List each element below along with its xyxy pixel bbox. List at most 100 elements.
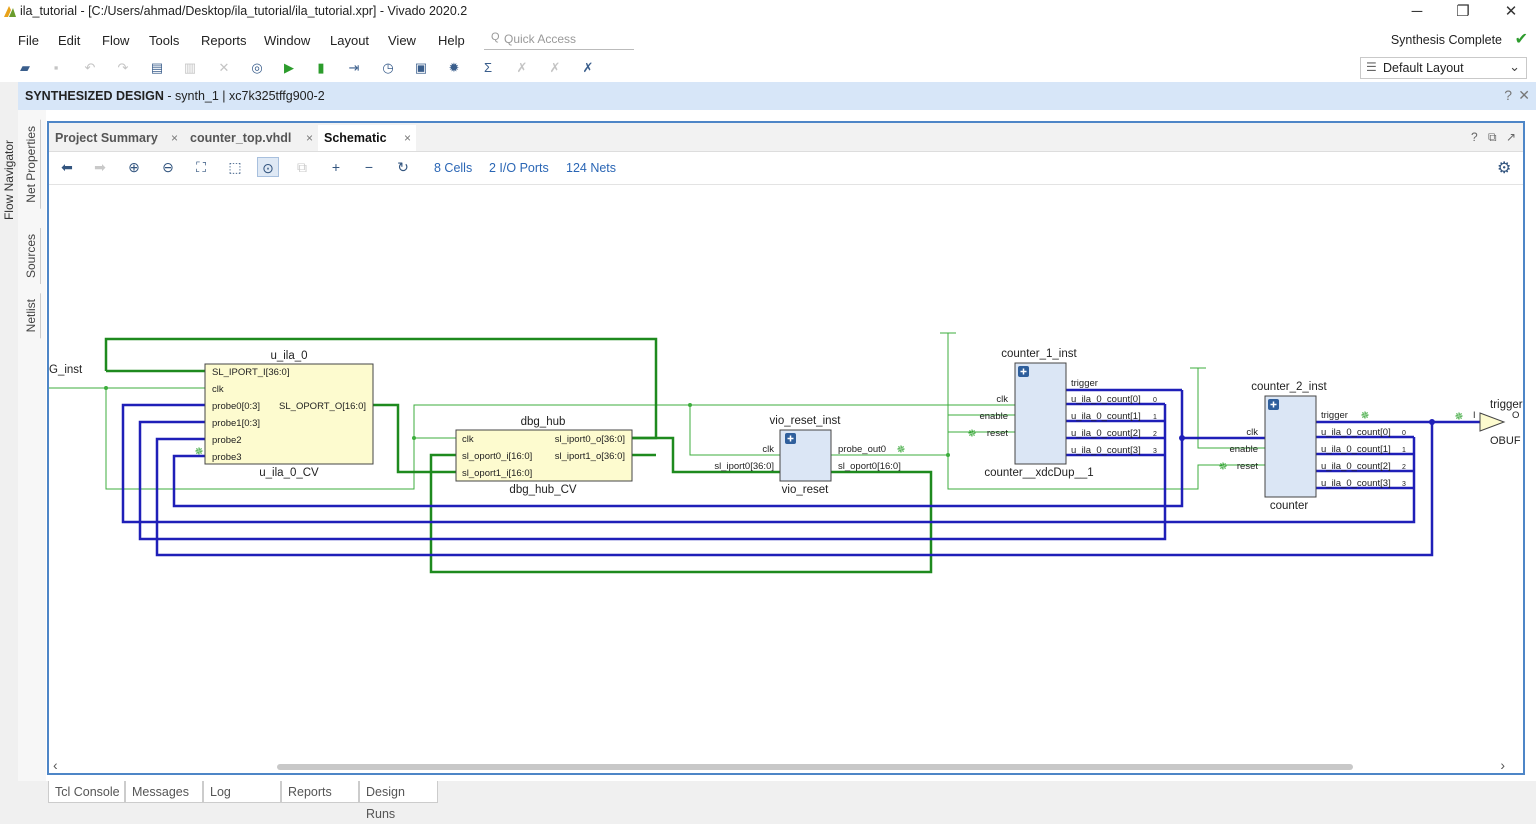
- tab-close-icon[interactable]: ×: [306, 125, 313, 151]
- tab-log[interactable]: Log: [203, 781, 281, 803]
- tab-reports[interactable]: Reports: [281, 781, 359, 803]
- report-icon[interactable]: ▣: [410, 58, 432, 78]
- obuf-input-pin: I: [1473, 410, 1476, 420]
- output-port-label: trigger: [1490, 399, 1523, 411]
- io-ports-link[interactable]: 2 I/O Ports: [489, 161, 549, 175]
- cell-dbg-hub[interactable]: dbg_hub dbg_hub_CV clk sl_oport0_i[16:0]…: [456, 416, 632, 496]
- maximize-icon[interactable]: ↗: [1506, 130, 1516, 144]
- counter-2-cell-name: counter: [1270, 500, 1309, 512]
- layout-select[interactable]: ☰ Default Layout ⌄: [1360, 57, 1527, 79]
- tab-close-icon[interactable]: ×: [404, 125, 411, 151]
- back-icon[interactable]: ⬅: [56, 157, 78, 177]
- scroll-right-icon[interactable]: ›: [1500, 757, 1505, 773]
- zoom-area-icon[interactable]: ⬚: [224, 157, 246, 177]
- tab-tcl-console[interactable]: Tcl Console: [48, 781, 125, 803]
- tab-design-runs[interactable]: Design Runs: [359, 781, 438, 803]
- net-properties-tab[interactable]: Net Properties: [22, 120, 41, 209]
- pin-label: sl_oport0[16:0]: [838, 461, 901, 472]
- menu-layout[interactable]: Layout: [330, 33, 369, 48]
- float-icon[interactable]: ⧉: [1488, 130, 1497, 145]
- checkmark-icon: ✔: [1515, 29, 1528, 49]
- scroll-left-icon[interactable]: ‹: [53, 757, 58, 773]
- scroll-thumb[interactable]: [277, 764, 1353, 770]
- expand-icon[interactable]: +: [325, 157, 347, 177]
- refresh-icon[interactable]: ↻: [392, 157, 414, 177]
- tab-messages[interactable]: Messages: [125, 781, 203, 803]
- redo-icon[interactable]: ↷: [112, 58, 134, 78]
- tab-help-icon[interactable]: ?: [1471, 130, 1478, 144]
- debug-marker-icon: ✵: [194, 446, 203, 458]
- menu-edit[interactable]: Edit: [58, 33, 80, 48]
- obuf-output-pin: O: [1512, 410, 1519, 421]
- open-project-icon[interactable]: ▰: [14, 58, 36, 78]
- menu-flow[interactable]: Flow: [102, 33, 129, 48]
- delete-icon[interactable]: ✕: [213, 58, 235, 78]
- menu-file[interactable]: File: [18, 33, 39, 48]
- tab-close-icon[interactable]: ×: [171, 125, 178, 151]
- tool-a-icon[interactable]: ✗: [511, 58, 533, 78]
- gear-icon[interactable]: ⚙: [1497, 158, 1511, 178]
- menu-tools[interactable]: Tools: [149, 33, 179, 48]
- zoom-in-icon[interactable]: ⊕: [123, 157, 145, 177]
- design-title-main: SYNTHESIZED DESIGN: [25, 89, 164, 103]
- cell-counter-1[interactable]: counter_1_inst counter__xdcDup__1 clk en…: [967, 348, 1157, 479]
- pin-label: SL_IPORT_I[36:0]: [212, 367, 289, 378]
- find-icon[interactable]: ◎: [246, 58, 268, 78]
- pin-label: reset: [1237, 461, 1258, 472]
- pin-label: sl_oport0_i[16:0]: [462, 451, 532, 462]
- counter-1-cell-name: counter__xdcDup__1: [984, 467, 1093, 479]
- minimize-button[interactable]: ─: [1394, 0, 1440, 24]
- cell-u-ila-0[interactable]: u_ila_0 u_ila_0_CV SL_IPORT_I[36:0] clk …: [205, 350, 373, 479]
- undo-icon[interactable]: ↶: [79, 58, 101, 78]
- sigma-icon[interactable]: Σ: [477, 58, 499, 78]
- debug-marker-icon: ✵: [1360, 410, 1369, 422]
- help-icon[interactable]: ?: [1504, 87, 1512, 103]
- menu-view[interactable]: View: [388, 33, 416, 48]
- program-icon[interactable]: ⇥: [343, 58, 365, 78]
- horizontal-scrollbar[interactable]: ‹ ›: [49, 760, 1523, 774]
- quick-access-search[interactable]: Q Quick Access: [484, 29, 634, 50]
- menu-help[interactable]: Help: [438, 33, 465, 48]
- tab-project-summary[interactable]: Project Summary ×: [49, 125, 183, 151]
- pin-label: probe3: [212, 452, 242, 463]
- pin-label: u_ila_0_count[0]: [1071, 394, 1141, 405]
- tab-counter-top[interactable]: counter_top.vhdl×: [184, 125, 318, 151]
- schematic-canvas[interactable]: u_ila_0 u_ila_0_CV SL_IPORT_I[36:0] clk …: [49, 185, 1523, 759]
- pin-label: clk: [212, 384, 224, 395]
- tool-b-icon[interactable]: ✗: [544, 58, 566, 78]
- menu-reports[interactable]: Reports: [201, 33, 247, 48]
- save-icon[interactable]: ▪: [45, 58, 67, 78]
- close-icon[interactable]: ✕: [1518, 87, 1530, 104]
- select-mode-icon[interactable]: ⊙: [257, 157, 279, 177]
- netlist-tab[interactable]: Netlist: [22, 293, 41, 338]
- step-icon[interactable]: ▮: [310, 58, 332, 78]
- flow-navigator-tab[interactable]: Flow Navigator: [2, 140, 16, 220]
- close-window-button[interactable]: ✕: [1488, 0, 1534, 24]
- pin-label: probe2: [212, 435, 242, 446]
- tool-c-icon[interactable]: ✗: [577, 58, 599, 78]
- restore-button[interactable]: ❐: [1440, 0, 1486, 24]
- u-ila-0-inst-name: u_ila_0: [270, 350, 307, 362]
- menu-window[interactable]: Window: [264, 33, 310, 48]
- cell-counter-2[interactable]: counter_2_inst counter clk enable reset …: [1218, 381, 1406, 512]
- collapse-icon[interactable]: −: [358, 157, 380, 177]
- settings-icon[interactable]: ✹: [443, 58, 465, 78]
- bus-index: 2: [1153, 431, 1157, 438]
- timer-icon[interactable]: ◷: [377, 58, 399, 78]
- tab-project-summary-label: Project Summary: [55, 131, 158, 145]
- vio-reset-inst-name: vio_reset_inst: [770, 415, 842, 427]
- pin-label: reset: [987, 428, 1008, 439]
- forward-icon[interactable]: ➡: [89, 157, 111, 177]
- zoom-out-icon[interactable]: ⊖: [157, 157, 179, 177]
- cells-count-link[interactable]: 8 Cells: [434, 161, 472, 175]
- zoom-fit-icon[interactable]: ⛶: [190, 157, 212, 177]
- run-icon[interactable]: ▶: [278, 58, 300, 78]
- paste-icon[interactable]: ▥: [179, 58, 201, 78]
- route-icon[interactable]: ⧉: [291, 157, 313, 177]
- nets-count-link[interactable]: 124 Nets: [566, 161, 616, 175]
- sources-tab[interactable]: Sources: [22, 228, 41, 284]
- copy-icon[interactable]: ▤: [146, 58, 168, 78]
- pin-label: sl_oport1_i[16:0]: [462, 468, 532, 479]
- pin-label: u_ila_0_count[2]: [1071, 428, 1141, 439]
- tab-schematic[interactable]: Schematic×: [318, 125, 416, 151]
